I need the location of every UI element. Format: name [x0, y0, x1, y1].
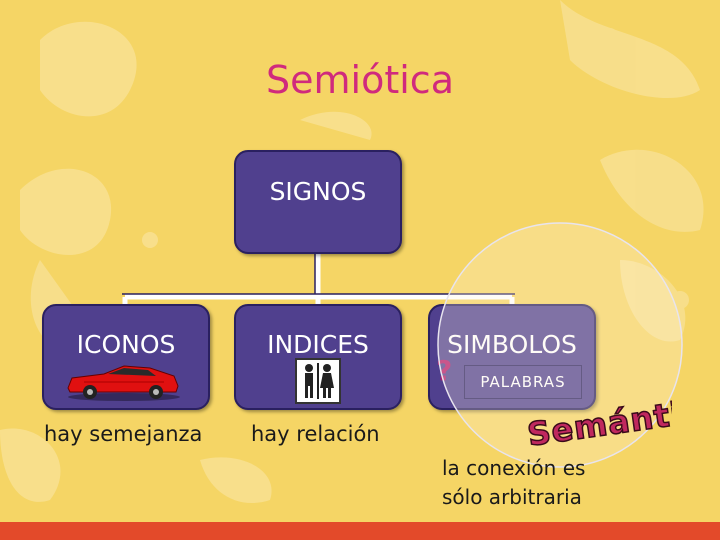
arbitrary-note-line1: la conexión es: [442, 456, 586, 480]
slide-title: Semiótica: [266, 58, 454, 102]
bottom-accent-bar: [0, 522, 720, 540]
arbitrary-note: la conexión es sólo arbitraria: [442, 454, 585, 512]
node-indices-label: INDICES: [267, 330, 369, 359]
node-iconos-label: ICONOS: [76, 330, 176, 359]
arbitrary-note-line2: sólo arbitraria: [442, 485, 582, 509]
caption-iconos: hay semejanza: [44, 422, 203, 446]
node-simbolos-label: SIMBOLOS: [447, 330, 577, 359]
question-mark-icon: ?: [436, 354, 453, 387]
semantica-text: Semántica: [525, 388, 672, 448]
node-signos: SIGNOS: [234, 150, 402, 254]
semantica-wordart: Semántica: [524, 388, 672, 448]
caption-indices: hay relación: [251, 422, 380, 446]
red-sports-car-icon: [67, 365, 180, 401]
node-signos-label: SIGNOS: [269, 177, 367, 206]
restroom-sign-icon: [295, 358, 341, 404]
